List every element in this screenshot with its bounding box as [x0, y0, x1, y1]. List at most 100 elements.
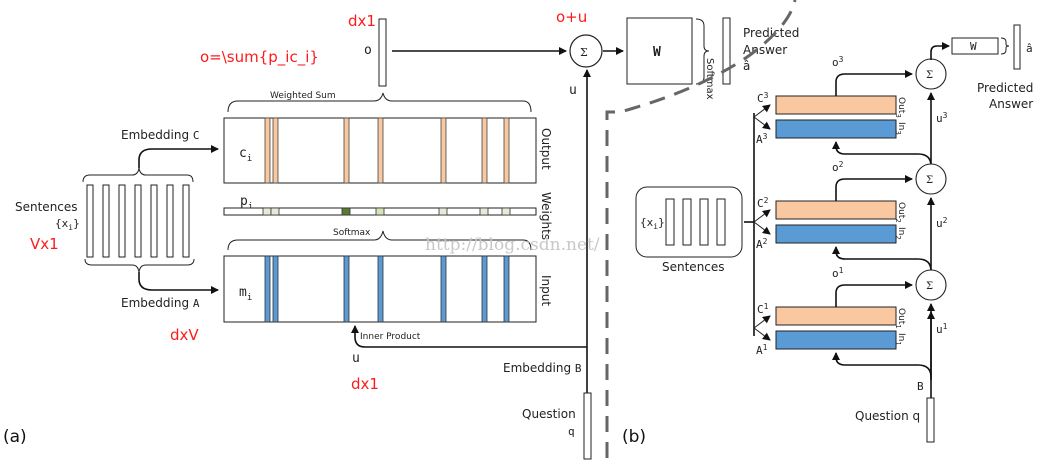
sentence-vector [166, 184, 174, 258]
panel-b: (b) {xi} Sentences C3A3Out3In3Σo3u3C2A2O… [622, 24, 1033, 447]
fork-to-c [753, 209, 771, 223]
o-formula-annotation: o=\sum{p_ic_i} [200, 48, 319, 67]
a-label: A1 [756, 343, 768, 357]
b-predicted-line2: Answer [989, 97, 1033, 111]
b-b-label: B [917, 380, 924, 393]
b-sentence-vector [665, 198, 675, 246]
panel-b-label: (b) [622, 427, 646, 447]
m-i-symbol: mi [239, 285, 252, 303]
a-label: A2 [756, 237, 768, 251]
o-arrow [835, 281, 913, 307]
softmax-brace [695, 18, 710, 85]
sum-symbol: Σ [926, 281, 933, 292]
inner-product-arrow [351, 325, 587, 348]
u-sup: 3 [943, 111, 948, 120]
b-sentence-vectors [665, 198, 726, 246]
o-label: o2 [832, 160, 844, 174]
u-to-a-arrow [832, 141, 932, 167]
output-stripe [503, 117, 510, 184]
u-sup: 1 [943, 322, 948, 331]
input-stripe [264, 255, 271, 323]
sentence-vector [118, 184, 126, 258]
u-dim-annotation: dx1 [351, 375, 379, 393]
weight-cell [501, 207, 511, 216]
weights-cells [262, 207, 511, 216]
output-stripe [440, 117, 447, 184]
input-stripe [343, 255, 350, 323]
u-sup: 2 [943, 216, 948, 225]
in-block [775, 224, 897, 244]
b-sentence-vector [682, 198, 692, 246]
input-stripe [481, 255, 488, 323]
b-sentence-vector [716, 198, 726, 246]
sentences-dim-annotation: Vx1 [30, 235, 59, 253]
output-stripe [343, 117, 350, 184]
sentence-vector [150, 184, 158, 258]
sentences-top-brace [82, 167, 194, 183]
predicted-answer-vector [722, 17, 731, 85]
a-sup: 1 [763, 343, 768, 352]
o-arrow [835, 70, 913, 96]
o-arrow [835, 175, 913, 201]
input-stripes [264, 255, 510, 323]
weight-cell [438, 207, 448, 216]
input-stripe [272, 255, 279, 323]
sentences-symbol: {xi} [55, 217, 80, 232]
p-i-symbol: pi [240, 194, 253, 212]
fork-to-a [753, 221, 771, 235]
out-block [775, 200, 897, 220]
embedding-a-label: Embedding A [121, 296, 200, 310]
a-label: A3 [756, 132, 768, 146]
weight-cell [341, 207, 351, 216]
out-side-label: Out1 [894, 308, 906, 329]
input-stripe [440, 255, 447, 323]
weighted-sum-label: Weighted Sum [270, 91, 336, 101]
w-block [626, 17, 693, 85]
embedding-c-arrow [138, 145, 219, 168]
output-stripe [377, 117, 384, 184]
output-stripe [264, 117, 271, 184]
output-stripe [481, 117, 488, 184]
in-block [775, 330, 897, 350]
o-sup: 3 [839, 55, 844, 64]
embedding-a-annotation: dxV [170, 326, 199, 344]
embedding-a-arrow [138, 272, 219, 294]
sentence-vector [182, 184, 190, 258]
sentence-vector [102, 184, 110, 258]
output-side-label: Output [539, 128, 553, 170]
panel-separator [605, 0, 797, 458]
out-side-label: Out2 [894, 202, 906, 223]
input-stripe [503, 255, 510, 323]
watermark: http://blog.csdn.net/ [425, 235, 600, 255]
in-sub: 1 [894, 341, 902, 345]
o-vector [378, 18, 387, 87]
weight-cell [262, 207, 272, 216]
c-sup: 1 [764, 302, 769, 311]
out-side-label: Out3 [894, 97, 906, 118]
sum-symbol: Σ [926, 175, 933, 186]
weights-side-label: Weights [539, 192, 553, 240]
o-dim-annotation: dx1 [348, 12, 376, 30]
question-vector [583, 392, 592, 460]
b-a-hat: â [1026, 42, 1033, 55]
inner-product-label: Inner Product [360, 332, 421, 342]
w-symbol: W [653, 45, 661, 60]
b-sentence-vector [699, 198, 709, 246]
in-sub: 2 [894, 235, 902, 239]
softmax-brace-a [227, 230, 532, 251]
out-sub: 3 [894, 113, 902, 117]
out-sub: 1 [894, 324, 902, 328]
input-stripe [377, 255, 384, 323]
sum-node [569, 34, 603, 68]
panel-a-label: (a) [3, 427, 27, 447]
c-i-symbol: ci [239, 146, 252, 164]
weight-cell [270, 207, 280, 216]
o-label: o1 [832, 266, 844, 280]
b-to-w-arrow [930, 42, 950, 60]
fork-to-c [753, 104, 771, 118]
b-question-label: Question q [855, 409, 920, 423]
